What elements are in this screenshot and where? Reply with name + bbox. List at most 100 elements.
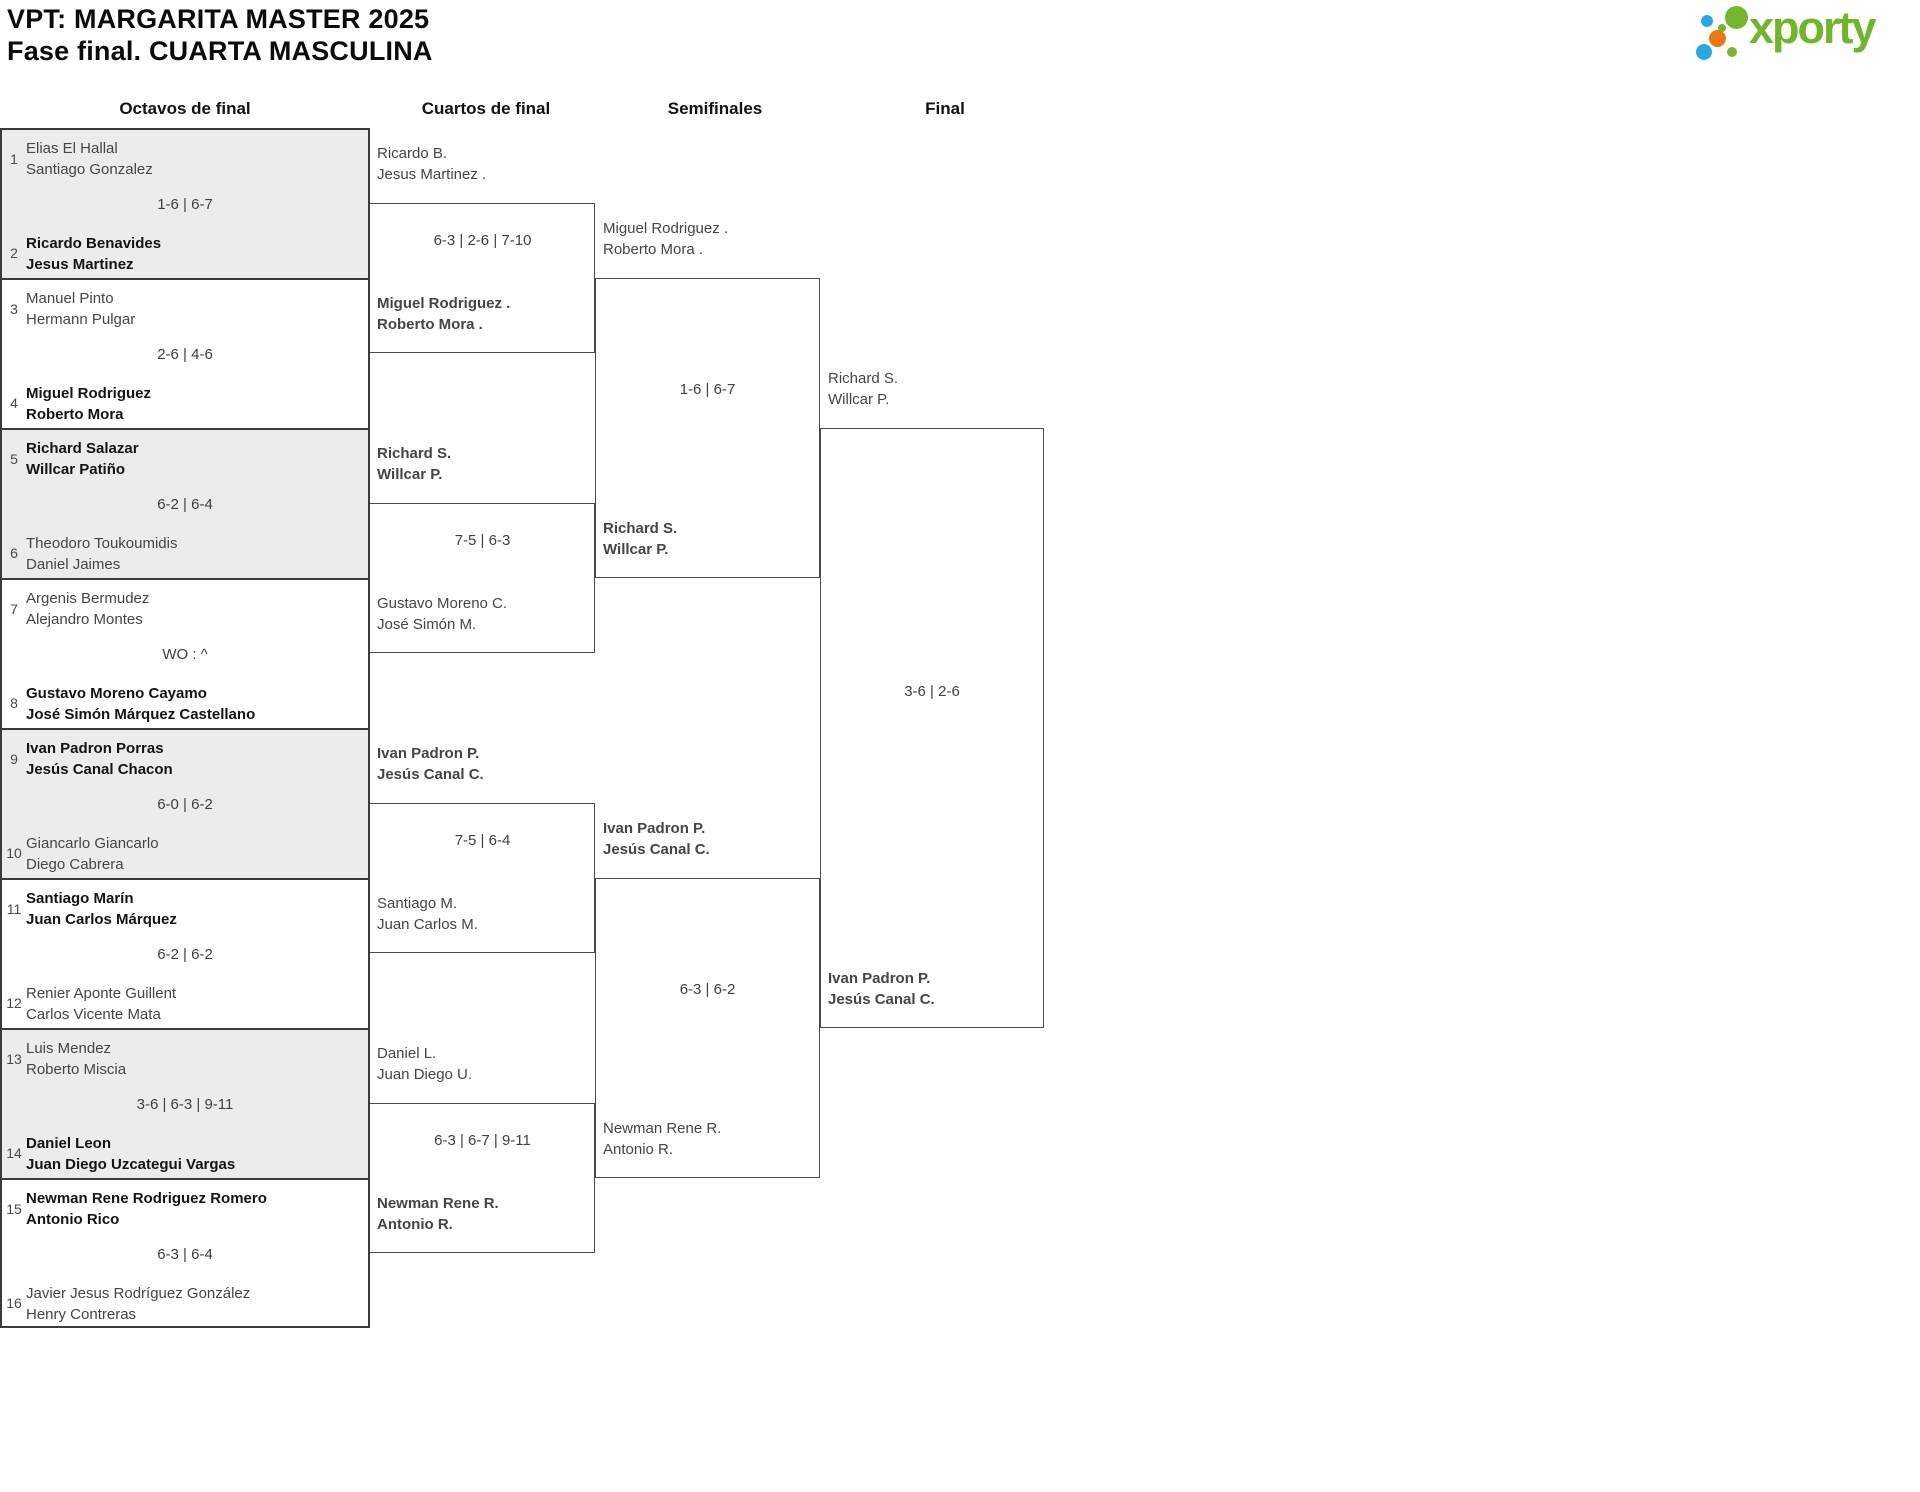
player-name: Javier Jesus Rodríguez González bbox=[26, 1285, 251, 1302]
seed-number: 12 bbox=[6, 995, 22, 1011]
semifinal-2-top-team: Ivan Padron P. Jesús Canal C. bbox=[603, 818, 819, 860]
cuartos-match-3-box bbox=[370, 803, 595, 953]
team-names: Gustavo Moreno Cayamo José Simón Márquez… bbox=[26, 683, 364, 725]
match-score: WO : ^ bbox=[162, 646, 208, 663]
player-name: Santiago Marín bbox=[26, 890, 134, 907]
cuartos-match-2-box bbox=[370, 503, 595, 653]
final-top-team: Richard S. Willcar P. bbox=[828, 368, 1044, 410]
player-name: Jesús Canal C. bbox=[377, 766, 484, 783]
match-score: 6-2 | 6-4 bbox=[157, 496, 213, 513]
cuartos-2-score: 7-5 | 6-3 bbox=[454, 532, 511, 549]
logo-dot-icon bbox=[1725, 6, 1748, 29]
team-names: Santiago Marín Juan Carlos Márquez bbox=[26, 888, 364, 930]
player-name: Theodoro Toukoumidis bbox=[26, 535, 178, 552]
match-score: 6-0 | 6-2 bbox=[157, 796, 213, 813]
cuartos-3-score: 7-5 | 6-4 bbox=[454, 832, 511, 849]
seed-number: 15 bbox=[6, 1201, 22, 1217]
logo-dot-icon bbox=[1696, 44, 1712, 60]
cuartos-4-score: 6-3 | 6-7 | 9-11 bbox=[434, 1132, 531, 1149]
seed-number: 9 bbox=[10, 751, 18, 767]
player-name: Miguel Rodriguez bbox=[26, 385, 151, 402]
semifinal-2-box bbox=[595, 878, 820, 1178]
seed-number: 10 bbox=[6, 845, 22, 861]
player-name: Willcar P. bbox=[377, 466, 443, 483]
player-name: Roberto Mora . bbox=[603, 241, 704, 258]
octavos-match-3: 5 Richard Salazar Willcar Patiño 6-2 | 6… bbox=[0, 428, 370, 578]
team-names: Manuel Pinto Hermann Pulgar bbox=[26, 288, 364, 330]
team-names: Argenis Bermudez Alejandro Montes bbox=[26, 588, 364, 630]
player-name: Ricardo Benavides bbox=[26, 235, 162, 252]
player-name: Miguel Rodriguez . bbox=[603, 220, 729, 237]
octavos-match-2: 3 Manuel Pinto Hermann Pulgar 2-6 | 4-6 … bbox=[0, 278, 370, 428]
seed-number: 4 bbox=[10, 395, 18, 411]
octavos-match-5: 9 Ivan Padron Porras Jesús Canal Chacon … bbox=[0, 728, 370, 878]
round-header-final: Final bbox=[925, 99, 965, 118]
octavos-match-6: 11 Santiago Marín Juan Carlos Márquez 6-… bbox=[0, 878, 370, 1028]
player-name: Gustavo Moreno Cayamo bbox=[26, 685, 207, 702]
semifinal-1-bottom-team: Richard S. Willcar P. bbox=[603, 518, 819, 560]
player-name: Ivan Padron P. bbox=[377, 745, 480, 762]
player-name: Ricardo B. bbox=[377, 145, 448, 162]
semifinal-1-score: 1-6 | 6-7 bbox=[679, 381, 736, 398]
player-name: Juan Carlos Márquez bbox=[26, 911, 177, 928]
team-names: Daniel Leon Juan Diego Uzcategui Vargas bbox=[26, 1133, 364, 1175]
player-name: Daniel Jaimes bbox=[26, 556, 121, 573]
seed-number: 1 bbox=[10, 151, 18, 167]
player-name: Richard Salazar bbox=[26, 440, 139, 457]
player-name: Miguel Rodriguez . bbox=[377, 295, 511, 312]
player-name: Antonio R. bbox=[603, 1141, 674, 1158]
player-name: Ivan Padron Porras bbox=[26, 740, 164, 757]
team-names: Ricardo Benavides Jesus Martinez bbox=[26, 233, 364, 275]
player-name: Henry Contreras bbox=[26, 1306, 137, 1323]
player-name: Gustavo Moreno C. bbox=[377, 595, 508, 612]
player-name: Ivan Padron P. bbox=[603, 820, 706, 837]
final-bottom-team: Ivan Padron P. Jesús Canal C. bbox=[828, 968, 1044, 1010]
seed-number: 13 bbox=[6, 1051, 22, 1067]
cuartos-1-score: 6-3 | 2-6 | 7-10 bbox=[433, 232, 532, 249]
match-score: 6-2 | 6-2 bbox=[157, 946, 213, 963]
player-name: Jesus Martinez bbox=[26, 256, 134, 273]
team-names: Newman Rene Rodriguez Romero Antonio Ric… bbox=[26, 1188, 364, 1230]
player-name: Juan Carlos M. bbox=[377, 916, 478, 933]
player-name: Antonio Rico bbox=[26, 1211, 120, 1228]
player-name: Daniel Leon bbox=[26, 1135, 112, 1152]
final-score: 3-6 | 2-6 bbox=[904, 683, 960, 700]
player-name: Alejandro Montes bbox=[26, 611, 143, 628]
octavos-match-1: 1 Elias El Hallal Santiago Gonzalez 1-6 … bbox=[0, 128, 370, 278]
player-name: Renier Aponte Guillent bbox=[26, 985, 177, 1002]
seed-number: 16 bbox=[6, 1295, 22, 1311]
team-names: Ivan Padron Porras Jesús Canal Chacon bbox=[26, 738, 364, 780]
logo-dot-icon bbox=[1701, 15, 1713, 27]
player-name: Santiago M. bbox=[377, 895, 458, 912]
cuartos-2-bottom-team: Gustavo Moreno C. José Simón M. bbox=[377, 593, 593, 635]
player-name: Antonio R. bbox=[377, 1216, 453, 1233]
match-score: 2-6 | 4-6 bbox=[157, 346, 213, 363]
seed-number: 2 bbox=[10, 245, 18, 261]
player-name: Willcar Patiño bbox=[26, 461, 126, 478]
octavos-match-8: 15 Newman Rene Rodriguez Romero Antonio … bbox=[0, 1178, 370, 1328]
cuartos-4-top-team: Daniel L. Juan Diego U. bbox=[377, 1043, 593, 1085]
player-name: Hermann Pulgar bbox=[26, 311, 136, 328]
team-names: Richard Salazar Willcar Patiño bbox=[26, 438, 364, 480]
octavos-match-7: 13 Luis Mendez Roberto Miscia 3-6 | 6-3 … bbox=[0, 1028, 370, 1178]
player-name: Richard S. bbox=[377, 445, 452, 462]
cuartos-3-bottom-team: Santiago M. Juan Carlos M. bbox=[377, 893, 593, 935]
round-header-cuartos: Cuartos de final bbox=[421, 99, 551, 118]
match-score: 3-6 | 6-3 | 9-11 bbox=[136, 1096, 234, 1113]
player-name: Santiago Gonzalez bbox=[26, 161, 153, 178]
player-name: Juan Diego Uzcategui Vargas bbox=[26, 1156, 236, 1173]
seed-number: 7 bbox=[10, 601, 18, 617]
player-name: Jesús Canal Chacon bbox=[26, 761, 173, 778]
player-name: Juan Diego U. bbox=[377, 1066, 473, 1083]
player-name: Diego Cabrera bbox=[26, 856, 124, 873]
player-name: Daniel L. bbox=[377, 1045, 437, 1062]
seed-number: 3 bbox=[10, 301, 18, 317]
player-name: Roberto Mora . bbox=[377, 316, 483, 333]
semifinal-2-bottom-team: Newman Rene R. Antonio R. bbox=[603, 1118, 819, 1160]
page-title: VPT: MARGARITA MASTER 2025 bbox=[7, 4, 430, 34]
semifinal-1-box bbox=[595, 278, 820, 578]
player-name: Manuel Pinto bbox=[26, 290, 114, 307]
player-name: Elias El Hallal bbox=[26, 140, 118, 157]
cuartos-match-1-box bbox=[370, 203, 595, 353]
